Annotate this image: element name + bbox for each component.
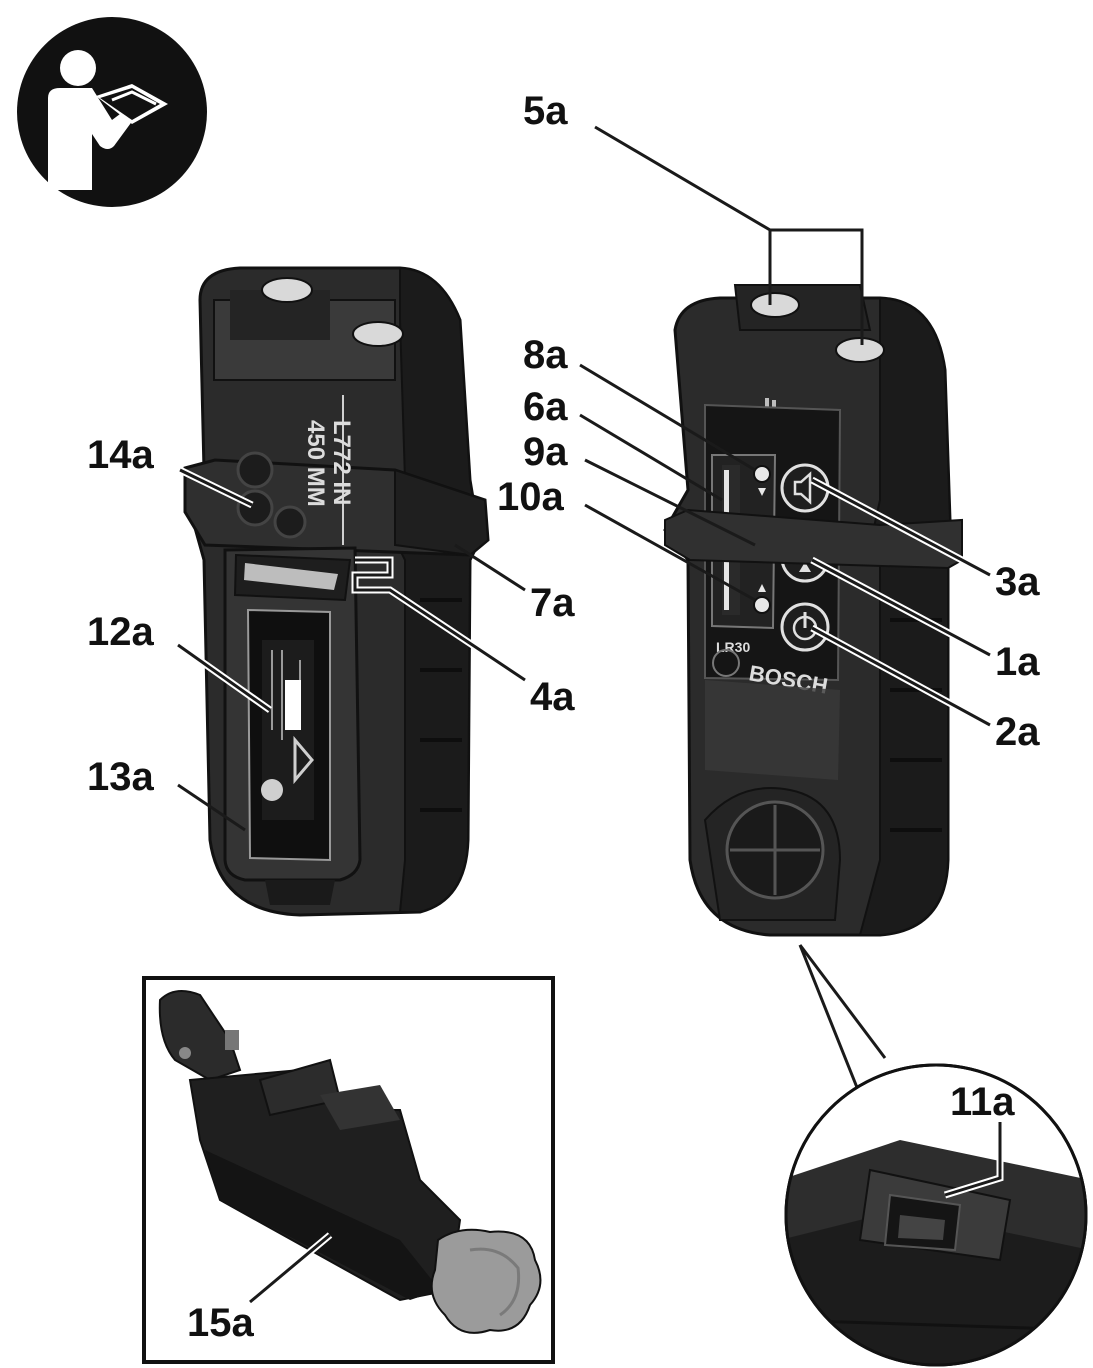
width-marking-mm: 450 MM [302, 420, 329, 507]
width-marking-inch: L772 IN [328, 420, 355, 505]
label-9a: 9a [523, 430, 568, 474]
receiver-rear-view: L772 IN 450 MM [183, 266, 490, 917]
leader-lines [175, 125, 1004, 1305]
power-icon[interactable] [780, 602, 830, 652]
label-15a: 15a [187, 1301, 254, 1345]
holder-inset [142, 976, 555, 1364]
label-10a: 10a [497, 475, 564, 519]
label-3a: 3a [995, 560, 1040, 604]
receiver-front-view: LR30 BOSCH [663, 284, 963, 937]
label-12a: 12a [87, 610, 154, 654]
label-5a: 5a [523, 89, 568, 133]
read-manual-icon [17, 17, 207, 207]
label-11a: 11a [950, 1080, 1015, 1124]
label-6a: 6a [523, 385, 568, 429]
callout-labels: 5a 8a 6a 9a 10a 3a 1a 2a 14a 7a 12a 4a 1… [87, 89, 1040, 1345]
label-4a: 4a [530, 675, 575, 719]
label-13a: 13a [87, 755, 154, 799]
label-1a: 1a [995, 640, 1040, 684]
detail-magnifier [784, 944, 1088, 1367]
label-2a: 2a [995, 710, 1040, 754]
label-8a: 8a [523, 333, 568, 377]
label-14a: 14a [87, 433, 154, 477]
label-7a: 7a [530, 581, 575, 625]
